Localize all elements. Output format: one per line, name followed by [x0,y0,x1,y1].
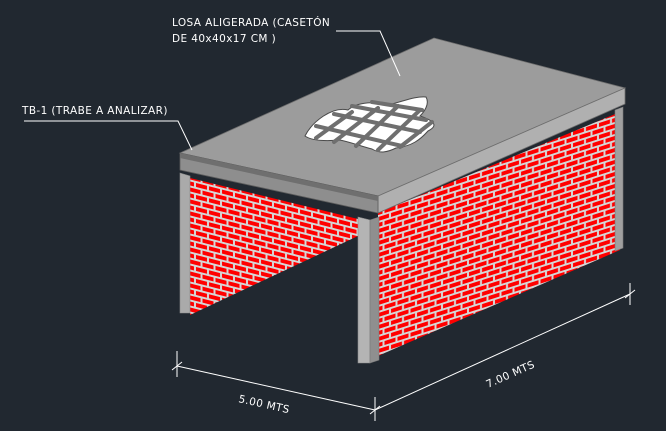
far-right-column [614,106,624,252]
slab-label-line1: LOSA ALIGERADA (CASETÓN [172,16,330,29]
side-wall [378,112,620,356]
slab-label-line2: DE 40x40x17 CM ) [172,33,276,45]
waffle-cutaway [304,96,435,153]
left-column [179,172,191,314]
dimension-side [374,283,636,411]
beam-label: TB-1 (TRABE A ANALIZAR) [21,105,168,117]
dimension-side-label: 7.00 MTS [484,359,536,391]
beam-tb1-highlight [180,153,378,201]
slab-leader-line [336,30,401,77]
corner-column-front [357,216,371,364]
back-left-wall [190,178,358,315]
beam-leader-line [24,120,193,151]
dimension-front-label: 5.00 MTS [237,393,290,416]
corner-column-side [369,216,380,364]
